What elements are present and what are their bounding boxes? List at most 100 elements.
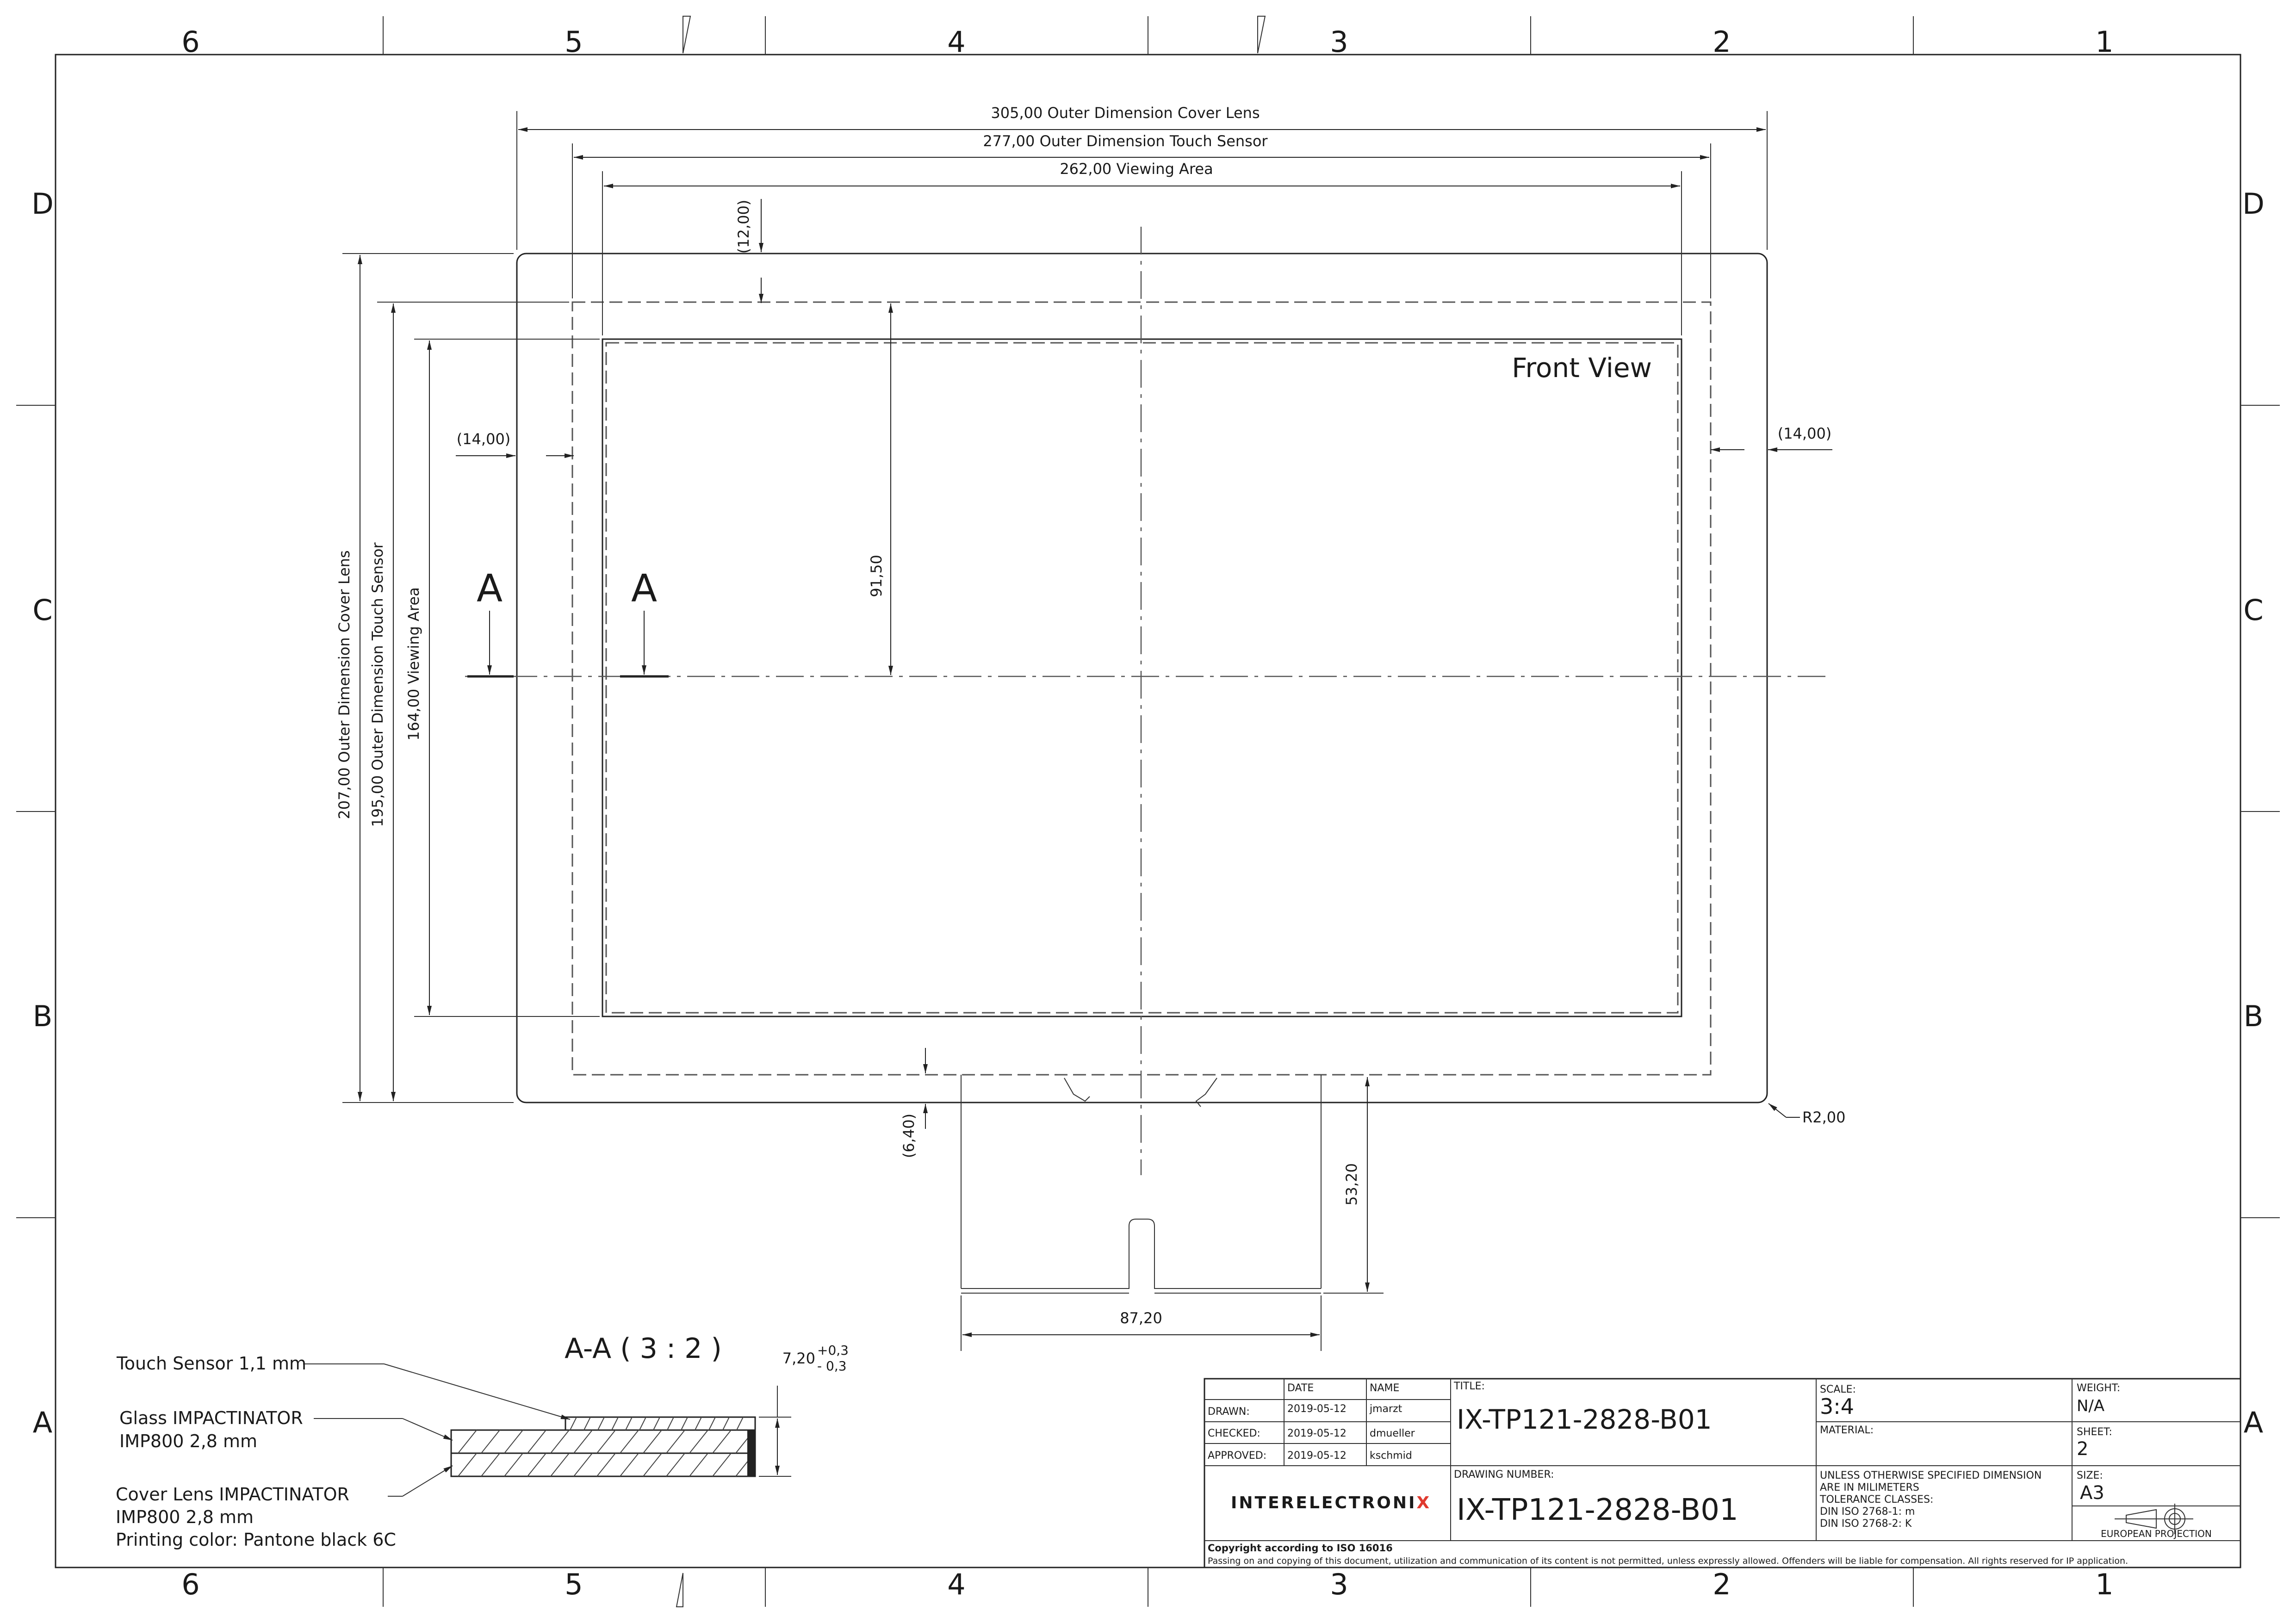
dim-viewing-area-width: 262,00 Viewing Area: [602, 160, 1682, 335]
label-cover-lens-line2: IMP800 2,8 mm: [116, 1507, 254, 1527]
dim-corner-radius-label: R2,00: [1802, 1109, 1845, 1126]
company-logo-text: INTERELECTRONI: [1231, 1493, 1416, 1512]
tb-drawn-role: DRAWN:: [1208, 1406, 1250, 1418]
tb-approved-role: APPROVED:: [1208, 1450, 1266, 1462]
dim-top-margin: (12,00): [735, 199, 763, 303]
label-touch-sensor-text: Touch Sensor 1,1 mm: [116, 1353, 306, 1374]
title-block-signatures: DATE NAME DRAWN: 2019-05-12 jmarzt CHECK…: [1208, 1382, 1415, 1462]
zone-row-d: D: [31, 187, 54, 221]
tb-size-value: A3: [2080, 1482, 2104, 1504]
dim-viewing-area-height: 164,00 Viewing Area: [405, 339, 600, 1017]
label-cover-lens: Cover Lens IMPACTINATOR IMP800 2,8 mm Pr…: [116, 1465, 453, 1550]
tb-title-label: TITLE:: [1453, 1381, 1485, 1392]
zone-col-5: 5: [565, 25, 583, 59]
tb-drawn-name: jmarzt: [1369, 1403, 1402, 1415]
tb-tolerance-line3: TOLERANCE CLASSES:: [1819, 1494, 1933, 1505]
tb-tolerance-line1: UNLESS OTHERWISE SPECIFIED DIMENSION: [1820, 1470, 2042, 1481]
viewing-area-outline: [602, 338, 1682, 1017]
tb-checked-name: dmueller: [1370, 1428, 1415, 1439]
dim-cover-lens-height-label: 207,00 Outer Dimension Cover Lens: [335, 550, 353, 819]
svg-text:INTERELECTRONIX: INTERELECTRONIX: [1231, 1493, 1431, 1512]
zone-col-6-bottom: 6: [181, 1567, 199, 1601]
dim-viewing-area-width-label: 262,00 Viewing Area: [1060, 160, 1213, 178]
tb-approved-name: kschmid: [1370, 1450, 1412, 1462]
copyright-notice: Copyright according to ISO 16016 Passing…: [1208, 1542, 2128, 1566]
section-marker-right: A: [620, 567, 669, 678]
dim-touch-sensor-height: 195,00 Outer Dimension Touch Sensor: [369, 302, 569, 1101]
zone-row-b: B: [33, 999, 53, 1033]
section-marker-left: A: [467, 567, 514, 678]
zone-col-1: 1: [2095, 25, 2113, 59]
dim-touch-sensor-width: 277,00 Outer Dimension Touch Sensor: [572, 132, 1711, 298]
zone-row-d-right: D: [2242, 187, 2265, 221]
dim-bottom-gap-label: (6,40): [900, 1114, 918, 1158]
dim-bottom-gap: (6,40): [900, 1048, 928, 1158]
dim-tolerance-minus: - 0,3: [817, 1358, 847, 1374]
center-lines: [465, 227, 1828, 1175]
dim-touch-sensor-width-label: 277,00 Outer Dimension Touch Sensor: [983, 132, 1268, 150]
zone-col-5-bottom: 5: [565, 1567, 583, 1601]
dim-right-margin: (14,00): [1711, 425, 1832, 452]
zone-row-a: A: [33, 1406, 52, 1439]
dim-tail-length: 53,20: [1323, 1077, 1384, 1294]
label-touch-sensor: Touch Sensor 1,1 mm: [116, 1353, 571, 1420]
tb-sheet-label: SHEET:: [2077, 1426, 2112, 1438]
copyright-title: Copyright according to ISO 16016: [1208, 1542, 1393, 1554]
dim-tail-width-label: 87,20: [1120, 1309, 1162, 1327]
dim-tail-length-label: 53,20: [1343, 1163, 1360, 1206]
tb-tolerance-line5: DIN ISO 2768-2: K: [1820, 1518, 1912, 1530]
dim-center-height: 91,50: [868, 304, 893, 675]
tb-tolerance-line4: DIN ISO 2768-1: m: [1820, 1506, 1915, 1518]
zone-col-3-bottom: 3: [1330, 1567, 1348, 1601]
zone-col-6: 6: [181, 25, 199, 59]
zone-col-4-bottom: 4: [947, 1567, 965, 1601]
zone-row-b-right: B: [2244, 999, 2264, 1033]
title-block: [1204, 1378, 2241, 1568]
zone-col-1-bottom: 1: [2095, 1567, 2113, 1601]
zone-row-a-right: A: [2244, 1406, 2263, 1439]
dim-cover-lens-height: 207,00 Outer Dimension Cover Lens: [335, 253, 514, 1103]
tb-approved-date: 2019-05-12: [1287, 1450, 1347, 1462]
section-layer-stack: [450, 1416, 756, 1477]
zone-labels-bottom: 6 5 4 3 2 1: [181, 1567, 2113, 1601]
cover-lens-outline: [516, 253, 1768, 1103]
front-view-title: Front View: [1512, 352, 1652, 384]
tb-scale-label: SCALE:: [1820, 1384, 1856, 1395]
zone-col-3: 3: [1330, 25, 1348, 59]
zone-col-4: 4: [947, 25, 965, 59]
zone-col-2-bottom: 2: [1713, 1567, 1731, 1601]
section-mark-a-right: A: [631, 567, 657, 611]
drawing-frame: [16, 16, 2280, 1607]
title-block-specs: SCALE: 3:4 MATERIAL: UNLESS OTHERWISE SP…: [1819, 1382, 2120, 1530]
section-mark-a-left: A: [477, 567, 503, 611]
dim-left-margin-label: (14,00): [457, 430, 511, 448]
tb-checked-date: 2019-05-12: [1287, 1428, 1347, 1439]
label-glass: Glass IMPACTINATOR IMP800 2,8 mm: [119, 1408, 453, 1451]
tb-col-name: NAME: [1370, 1382, 1399, 1394]
label-glass-line1: Glass IMPACTINATOR: [119, 1408, 303, 1428]
dim-left-margin: (14,00): [456, 430, 574, 458]
dim-center-height-label: 91,50: [868, 555, 885, 597]
zone-row-c: C: [32, 593, 52, 627]
dim-tolerance-plus: +0,3: [817, 1343, 849, 1358]
tb-checked-role: CHECKED:: [1208, 1428, 1260, 1439]
company-logo-accent: X: [1416, 1493, 1431, 1512]
dim-right-margin-label: (14,00): [1778, 425, 1832, 442]
tb-projection: EUROPEAN PROJECTION: [2101, 1528, 2212, 1539]
tb-weight-label: WEIGHT:: [2077, 1382, 2120, 1394]
dim-top-margin-label: (12,00): [735, 200, 752, 254]
dim-cover-lens-width-label: 305,00 Outer Dimension Cover Lens: [991, 104, 1260, 122]
tb-col-date: DATE: [1287, 1382, 1314, 1394]
dim-cover-lens-width: 305,00 Outer Dimension Cover Lens: [516, 104, 1768, 250]
section-view-title: A-A ( 3 : 2 ): [565, 1332, 722, 1365]
zone-labels-top: 6 5 4 3 2 1: [181, 25, 2113, 59]
tb-sheet-value: 2: [2077, 1438, 2088, 1460]
zone-row-c-right: C: [2243, 593, 2263, 627]
zone-labels-left: D C B A: [31, 187, 54, 1439]
label-cover-lens-line1: Cover Lens IMPACTINATOR: [116, 1484, 349, 1505]
dim-stack-thickness: 7,20 +0,3 - 0,3: [759, 1343, 849, 1477]
title-block-company-logo: INTERELECTRONIX: [1231, 1493, 1431, 1512]
dim-stack-thickness-label: 7,20: [782, 1350, 815, 1367]
tb-scale-value: 3:4: [1820, 1394, 1854, 1419]
